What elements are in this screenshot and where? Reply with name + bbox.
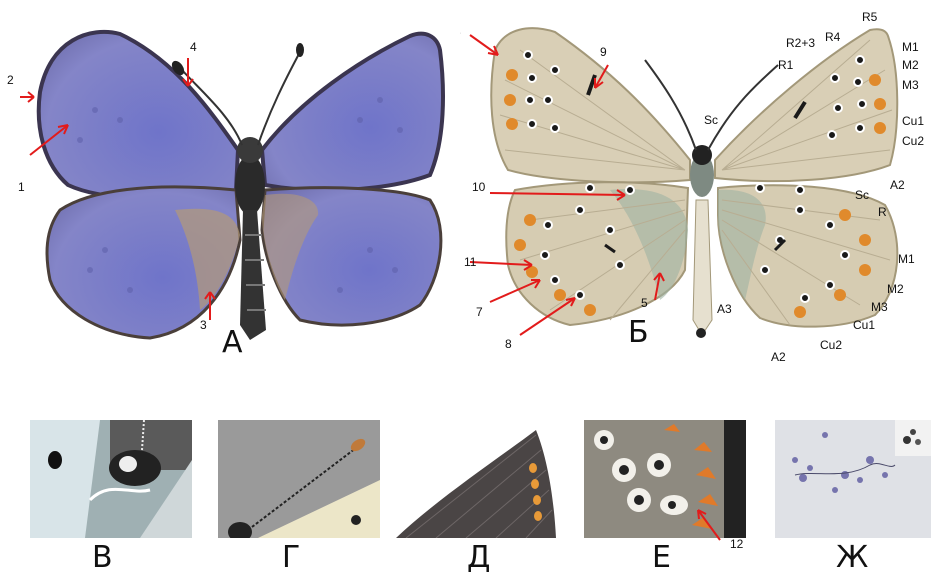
vein-label-cu1-fw: Cu1: [902, 114, 924, 128]
vein-label-m1: M1: [902, 40, 919, 54]
vein-label-r4: R4: [825, 30, 840, 44]
vein-label-a2-hw-bottom: A2: [771, 350, 786, 364]
vein-label-a3-hw: A3: [717, 302, 732, 316]
vein-label-m3-hw: M3: [871, 300, 888, 314]
panel-letter-b: Б: [628, 318, 649, 348]
photo-zh-microscopy: [775, 420, 931, 538]
butterfly-upperside-illustration: [0, 0, 460, 380]
callout-6: 6: [460, 25, 461, 39]
vein-label-cu1-hw: Cu1: [853, 318, 875, 332]
vein-label-r5: R5: [862, 10, 877, 24]
vein-label-r1: R1: [778, 58, 793, 72]
vein-label-m2-hw: M2: [887, 282, 904, 296]
panel-letter-a: А: [222, 328, 243, 358]
callout-8: 8: [505, 337, 512, 351]
left-forewing: [39, 32, 238, 199]
callout-11: 11: [464, 255, 476, 269]
callout-9: 9: [600, 45, 607, 59]
vein-label-sc-fw: Sc: [704, 113, 718, 127]
vein-label-r2-3: R2+3: [786, 36, 815, 50]
panel-letter-g: Г: [282, 543, 300, 573]
vein-label-cu2-fw: Cu2: [902, 134, 924, 148]
callout-2: 2: [7, 73, 14, 87]
vein-label-m3: M3: [902, 78, 919, 92]
red-arrow-e: [690, 505, 730, 545]
callout-7: 7: [476, 305, 483, 319]
panel-b-underside: 6 9 10 11 7 8 5 R5 R2+3 R4 R1 M1 M2 M3 S…: [460, 0, 931, 380]
panel-letter-d: Д: [467, 543, 490, 573]
panel-letter-e: Е: [652, 543, 671, 573]
vein-label-sc-hw: Sc: [855, 188, 869, 202]
underside-right-forewing: [715, 29, 897, 181]
panel-letter-v: В: [92, 543, 113, 573]
vein-label-m1-hw: M1: [898, 252, 915, 266]
vein-label-r-hw: R: [878, 205, 887, 219]
panel-letter-zh: Ж: [836, 543, 868, 573]
photo-d-wing-margin: [396, 420, 566, 538]
panel-a-upperside: 1 2 3 4 А: [0, 0, 460, 380]
callout-1: 1: [18, 180, 25, 194]
callout-12: 12: [730, 537, 743, 551]
callout-4: 4: [190, 40, 197, 54]
vein-label-cu2-hw: Cu2: [820, 338, 842, 352]
callout-3: 3: [200, 318, 207, 332]
vein-label-a2-hw: A2: [890, 178, 905, 192]
right-forewing: [262, 34, 443, 191]
photo-g-antenna-detail: [218, 420, 380, 538]
callout-10: 10: [472, 180, 485, 194]
photo-v-head-detail: [30, 420, 192, 538]
callout-5: 5: [641, 296, 648, 310]
vein-label-m2: M2: [902, 58, 919, 72]
